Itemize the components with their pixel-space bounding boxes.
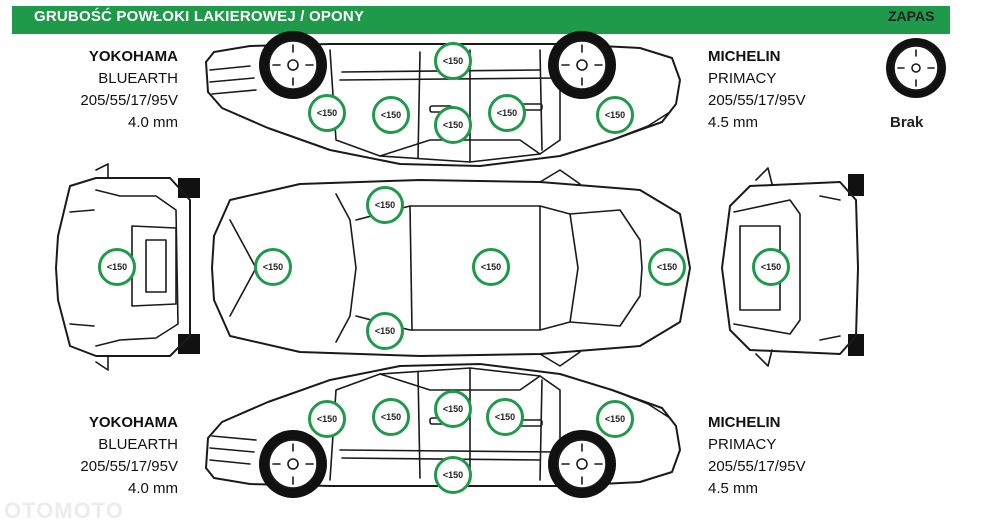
spare-label: ZAPAS xyxy=(888,8,935,24)
tire-info-rear-left: YOKOHAMA BLUEARTH 205/55/17/95V 4.0 mm xyxy=(40,412,178,500)
paint-thickness-upper-rear-door: <150 xyxy=(488,94,526,132)
tire-brand: YOKOHAMA xyxy=(88,414,178,431)
car-top-view xyxy=(211,169,691,367)
page-title: GRUBOŚĆ POWŁOKI LAKIEROWEJ / OPONY xyxy=(34,8,365,25)
spare-wheel-icon xyxy=(886,38,946,98)
car-front-view xyxy=(55,163,200,371)
wheel-upper-front-icon xyxy=(259,31,327,99)
wheel-upper-rear-icon xyxy=(548,31,616,99)
paint-thickness-front-bumper: <150 xyxy=(98,248,136,286)
watermark: OTOMOTO xyxy=(4,498,124,523)
tire-info-front-left: YOKOHAMA BLUEARTH 205/55/17/95V 4.0 mm xyxy=(40,46,178,134)
spare-status: Brak xyxy=(890,114,924,131)
tire-info-front-right: MICHELIN PRIMACY 205/55/17/95V 4.5 mm xyxy=(708,46,806,134)
paint-thickness-upper-sill: <150 xyxy=(434,106,472,144)
paint-thickness-top-left-pillar: <150 xyxy=(366,186,404,224)
paint-thickness-lower-rear-door: <150 xyxy=(486,398,524,436)
paint-thickness-roof: <150 xyxy=(472,248,510,286)
paint-thickness-upper-front-wing: <150 xyxy=(308,94,346,132)
paint-thickness-trunk: <150 xyxy=(648,248,686,286)
tire-size: 205/55/17/95V xyxy=(80,92,178,109)
header-bar: GRUBOŚĆ POWŁOKI LAKIEROWEJ / OPONY xyxy=(12,6,950,34)
paint-thickness-lower-front-wing: <150 xyxy=(308,400,346,438)
paint-thickness-lower-pillar: <150 xyxy=(434,390,472,428)
paint-thickness-upper-roof-rail: <150 xyxy=(434,42,472,80)
paint-thickness-lower-rear-wing: <150 xyxy=(596,400,634,438)
tire-brand: MICHELIN xyxy=(708,414,781,431)
paint-thickness-lower-front-door: <150 xyxy=(372,398,410,436)
tire-size: 205/55/17/95V xyxy=(708,92,806,109)
tire-tread: 4.0 mm xyxy=(127,480,178,497)
tire-tread: 4.5 mm xyxy=(708,114,759,131)
tire-info-rear-right: MICHELIN PRIMACY 205/55/17/95V 4.5 mm xyxy=(708,412,806,500)
wheel-lower-front-icon xyxy=(259,430,327,498)
paint-thickness-top-right-pillar: <150 xyxy=(366,312,404,350)
tire-size: 205/55/17/95V xyxy=(708,458,806,475)
tire-size: 205/55/17/95V xyxy=(80,458,178,475)
tire-model: PRIMACY xyxy=(708,70,777,87)
tire-model: PRIMACY xyxy=(708,436,777,453)
tire-brand: MICHELIN xyxy=(708,48,781,65)
paint-thickness-hood: <150 xyxy=(254,248,292,286)
car-rear-view xyxy=(721,167,864,367)
paint-thickness-upper-rear-wing: <150 xyxy=(596,96,634,134)
tire-tread: 4.0 mm xyxy=(127,114,178,131)
paint-thickness-rear-bumper: <150 xyxy=(752,248,790,286)
tire-model: BLUEARTH xyxy=(98,436,178,453)
tire-tread: 4.5 mm xyxy=(708,480,759,497)
car-side-view-lower xyxy=(205,363,681,487)
tire-brand: YOKOHAMA xyxy=(88,48,178,65)
paint-thickness-upper-front-door: <150 xyxy=(372,96,410,134)
paint-thickness-lower-sill: <150 xyxy=(434,456,472,494)
wheel-lower-rear-icon xyxy=(548,430,616,498)
tire-model: BLUEARTH xyxy=(98,70,178,87)
